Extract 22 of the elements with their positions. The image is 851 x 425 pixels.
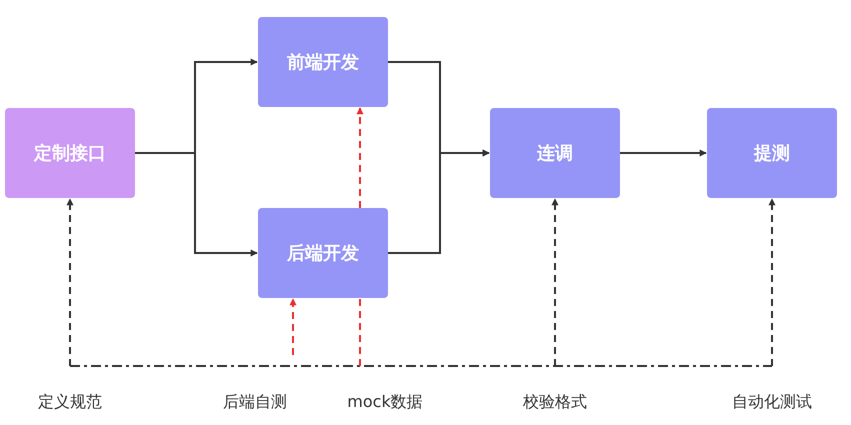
box-label: 定制接口 [34,142,106,166]
box-label: 提测 [754,142,790,166]
step-note: 后端自测 [223,391,287,413]
process-box [707,108,837,198]
box-label: 连调 [537,142,573,166]
arrow [620,150,707,156]
arrow [388,150,490,254]
arrow [356,107,364,367]
process-box [258,208,388,298]
process-box [5,108,135,198]
arrow [290,298,296,355]
process-box [490,108,620,198]
box-label: 前端开发 [287,50,359,74]
step-note: 校验格式 [523,391,587,413]
arrow [768,198,776,366]
step-note: 定义规范 [38,391,102,413]
step-note: mock数据 [347,391,423,413]
process-box [258,17,388,107]
box-label: 后端开发 [287,242,359,266]
step-note: 自动化测试 [732,391,812,413]
arrow [552,198,558,366]
arrow [66,198,74,366]
